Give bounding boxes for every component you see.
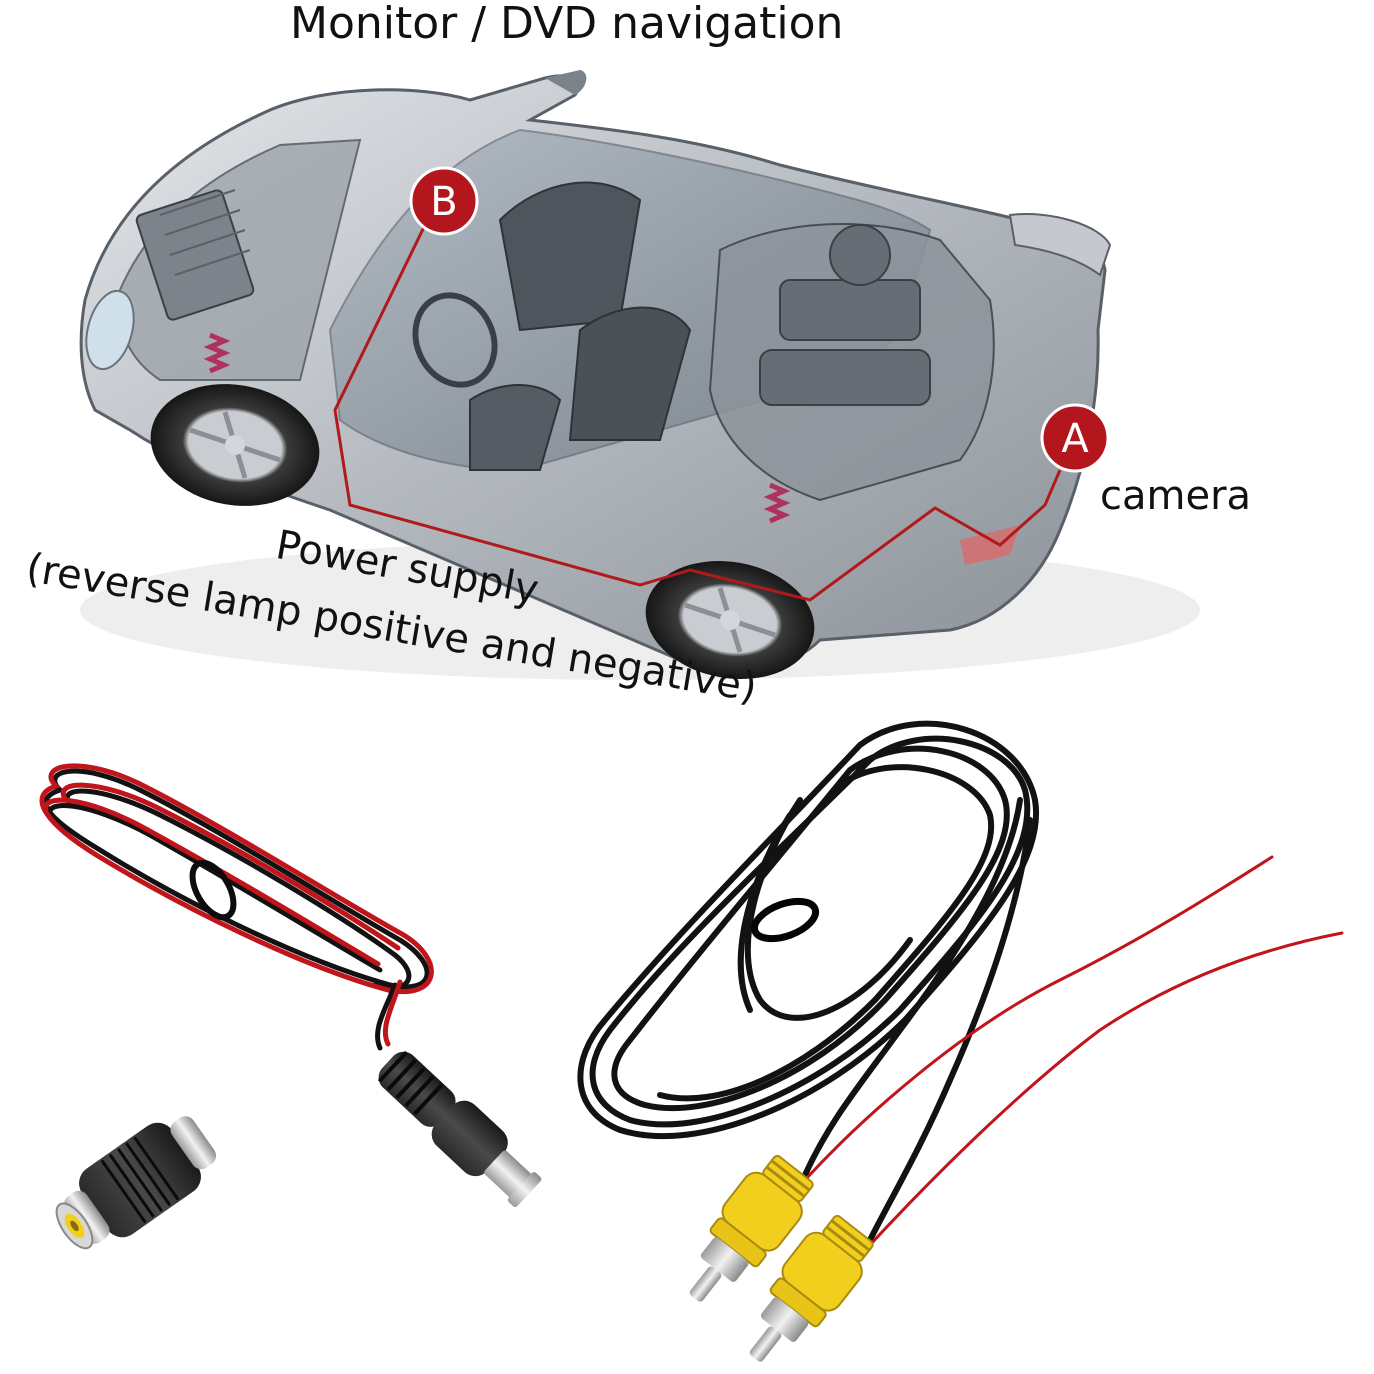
car-cutaway-illustration (79, 70, 1200, 680)
cable-route-line (333, 224, 1062, 602)
rca-plug-1-icon (689, 1154, 814, 1302)
title-label: Monitor / DVD navigation (290, 0, 844, 49)
marker-a-letter: A (1061, 416, 1089, 462)
marker-b: B (409, 166, 479, 236)
red-black-power-cable-icon (39, 763, 434, 1051)
marker-b-letter: B (430, 179, 457, 225)
rca-video-extension-cable-icon (577, 720, 1344, 1247)
camera-label: camera (1100, 473, 1252, 519)
marker-a: A (1040, 403, 1110, 473)
dc-barrel-plug-icon (377, 1050, 542, 1208)
rca-plug-2-icon (749, 1214, 874, 1362)
front-wheel (150, 384, 320, 506)
rca-female-coupler-icon (55, 1116, 217, 1250)
